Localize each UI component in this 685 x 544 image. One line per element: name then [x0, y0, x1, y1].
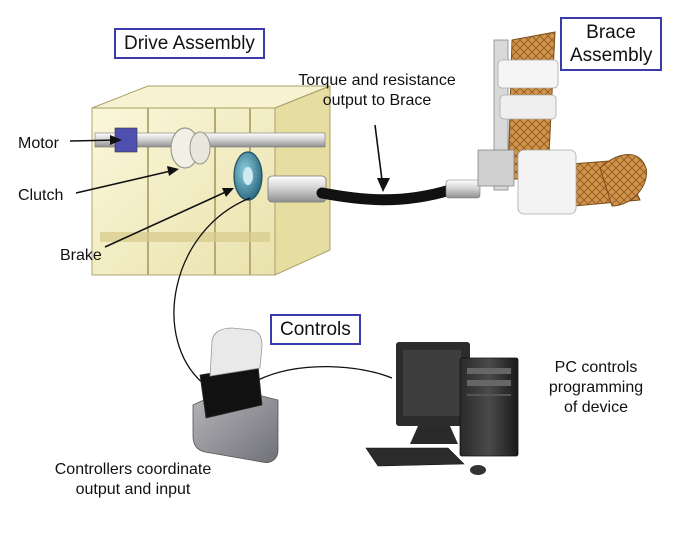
torque-callout-line2: output to Brace — [322, 92, 432, 109]
controllers-callout-line2: output and input — [75, 481, 191, 498]
controller-to-pc-wire — [257, 365, 393, 381]
monitor-screen — [403, 350, 461, 416]
clutch-pointer — [75, 169, 176, 194]
brace-assembly-label-line2: Assembly — [570, 45, 653, 66]
pc-callout-line1: PC controls — [554, 359, 638, 376]
brake-callout: Brake — [60, 247, 102, 264]
brace-assembly-illustration — [477, 31, 648, 215]
mouse — [470, 465, 486, 475]
brace-assembly-label: Brace Assembly — [560, 17, 662, 71]
torque-pointer — [374, 124, 384, 189]
keyboard — [365, 447, 465, 467]
torque-cable — [316, 184, 456, 206]
pc-computer — [365, 342, 519, 475]
pc-callout: PC controls programming of device — [536, 358, 656, 418]
torque-callout: Torque and resistance output to Brace — [282, 71, 472, 111]
drive-assembly-label: Drive Assembly — [114, 28, 265, 59]
output-coupling — [267, 175, 327, 203]
torque-callout-line1: Torque and resistance — [298, 72, 456, 89]
controllers-callout-line1: Controllers coordinate — [54, 461, 212, 478]
motor-callout: Motor — [18, 135, 59, 152]
clutch-callout: Clutch — [18, 187, 64, 204]
drive-assembly-illustration — [91, 85, 331, 276]
hand — [599, 154, 648, 207]
brace-assembly-label-line1: Brace — [586, 22, 636, 43]
controls-label: Controls — [270, 314, 361, 345]
controller-device — [192, 327, 279, 463]
pc-callout-line2: programming — [548, 379, 644, 396]
pointer-lines — [69, 124, 390, 248]
controllers-callout: Controllers coordinate output and input — [38, 460, 228, 500]
brake-to-controller-wire — [173, 197, 251, 386]
pc-callout-line3: of device — [563, 399, 629, 416]
brake-pointer — [104, 189, 231, 248]
